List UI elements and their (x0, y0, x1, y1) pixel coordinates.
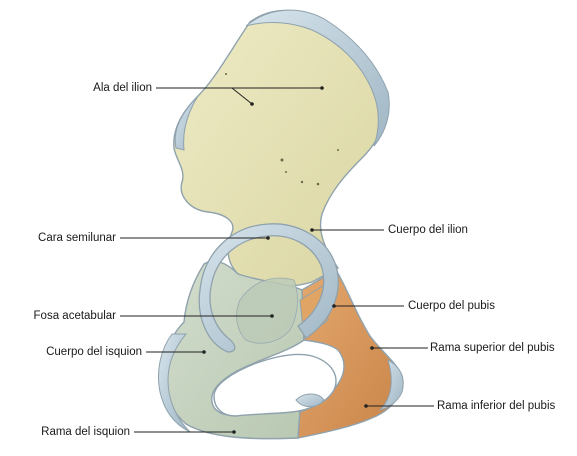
acetabulum-rim (198, 223, 339, 353)
leader-ala-ilion-branch (231, 87, 253, 105)
label-rama-superior-pubis: Rama superior del pubis (430, 342, 555, 354)
anterior-spine-rim (174, 95, 199, 151)
acetabular-fossa (236, 277, 298, 344)
nutrient-foramina (225, 73, 339, 186)
label-fosa-acetabular: Fosa acetabular (33, 310, 116, 322)
leader-lines (120, 87, 434, 433)
pubic-symphysis-rim (378, 359, 404, 411)
label-cuerpo-isquion: Cuerpo del isquion (46, 346, 142, 358)
iliac-crest-rim (245, 9, 390, 147)
label-cara-semilunar: Cara semilunar (38, 232, 116, 244)
pubic-tubercle (295, 393, 325, 408)
label-rama-isquion: Rama del isquion (41, 426, 130, 438)
label-cuerpo-ilion: Cuerpo del ilion (388, 224, 468, 236)
label-cuerpo-pubis: Cuerpo del pubis (408, 300, 495, 312)
leader-endpoints (202, 86, 374, 434)
label-rama-inferior-pubis: Rama inferior del pubis (437, 400, 556, 412)
label-ala-ilion: Ala del ilion (93, 82, 152, 94)
